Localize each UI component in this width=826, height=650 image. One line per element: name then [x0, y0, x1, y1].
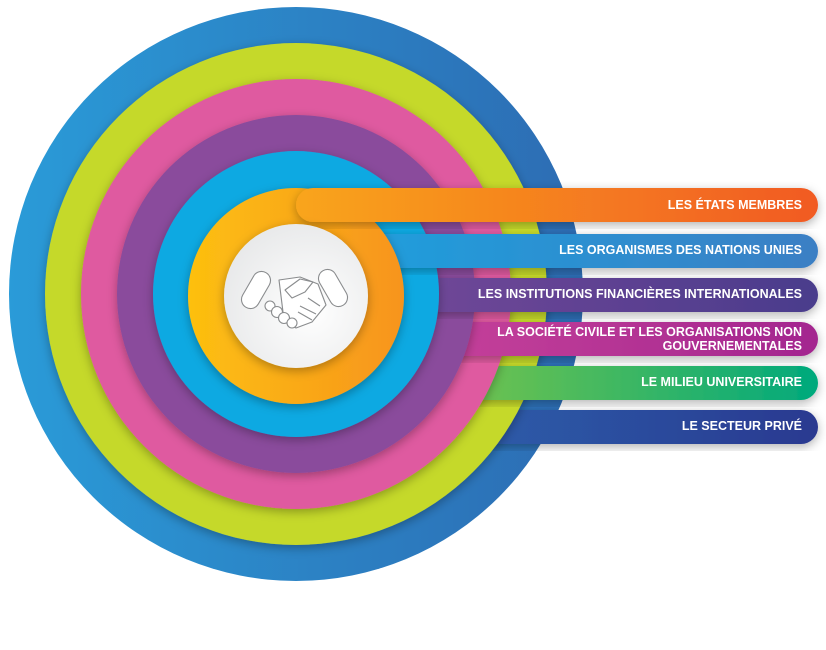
label-un-agencies: LES ORGANISMES DES NATIONS UNIES	[559, 243, 802, 257]
band-member-states	[296, 188, 818, 222]
label-private-sector: LE SECTEUR PRIVÉ	[681, 419, 802, 433]
label-financial-institutions: LES INSTITUTIONS FINANCIÈRES INTERNATION…	[477, 287, 802, 301]
label-civil-society-line2: GOUVERNEMENTALES	[662, 339, 802, 353]
label-member-states: LES ÉTATS MEMBRES	[667, 198, 802, 212]
band-un-agencies	[296, 234, 818, 268]
label-academia: LE MILIEU UNIVERSITAIRE	[641, 375, 802, 389]
handshake-icon	[240, 268, 349, 329]
label-civil-society-line1: LA SOCIÉTÉ CIVILE ET LES ORGANISATIONS N…	[497, 325, 802, 339]
